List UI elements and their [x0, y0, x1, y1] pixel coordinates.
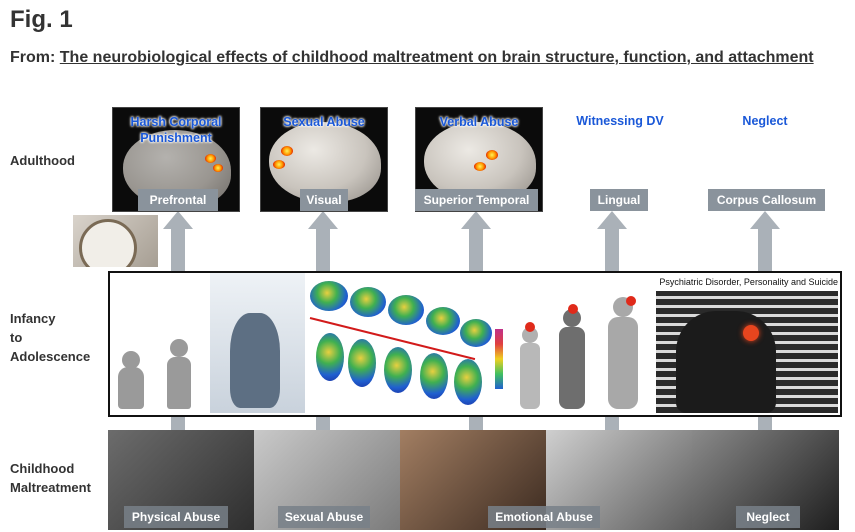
mri-map — [420, 353, 448, 399]
mri-map — [454, 359, 482, 405]
brain-label-verbal: Verbal Abuse — [439, 115, 519, 129]
figure-title: From: The neurobiological effects of chi… — [10, 48, 845, 68]
brain-marker — [568, 304, 578, 314]
psychiatric-image — [656, 291, 838, 413]
mri-map — [426, 307, 460, 335]
child-figure — [230, 313, 280, 408]
brain-marker — [626, 296, 636, 306]
connector-neglect — [758, 414, 772, 430]
adolescent-silhouette — [608, 317, 638, 409]
activation-spot — [281, 146, 293, 156]
psychiatric-label: Psychiatric Disorder, Personality and Su… — [659, 277, 838, 287]
row-label-infancy-line3: Adolescence — [10, 349, 91, 364]
stopwatch-image — [73, 215, 158, 267]
figure-label: Fig. 1 — [10, 6, 73, 33]
activation-spot — [213, 164, 223, 172]
connector-physical — [171, 414, 185, 430]
toddler-silhouette — [118, 367, 144, 409]
caption-sexual-abuse: Sexual Abuse — [278, 506, 370, 528]
row-label-infancy-line2: to — [10, 330, 23, 345]
arrow-shaft-prefrontal — [171, 228, 185, 272]
activation-spot — [486, 150, 498, 160]
arrow-head-lingual — [597, 211, 627, 229]
teen-head — [563, 309, 581, 327]
row-label-infancy-line1: Infancy — [10, 311, 56, 326]
brain-shape — [269, 122, 381, 202]
label-witnessing-dv: Witnessing DV — [576, 114, 664, 128]
activation-spot — [273, 160, 285, 169]
mri-map — [316, 333, 344, 381]
arrow-head-temporal — [461, 211, 491, 229]
caption-physical-abuse: Physical Abuse — [124, 506, 228, 528]
mri-map — [460, 319, 492, 347]
mri-map — [348, 339, 376, 387]
activation-spot — [205, 154, 216, 163]
brain-marker — [743, 325, 759, 341]
child-head — [170, 339, 188, 357]
row-label-childhood-line1: Childhood — [10, 461, 75, 476]
row-label-childhood-line2: Maltreatment — [10, 480, 91, 495]
arrow-shaft-temporal — [469, 228, 483, 272]
arrow-shaft-lingual — [605, 228, 619, 272]
teen-silhouette — [559, 327, 585, 409]
region-lingual: Lingual — [590, 189, 648, 211]
row-label-childhood: Childhood Maltreatment — [10, 459, 91, 497]
child-silhouette — [167, 357, 191, 409]
brain-marker — [525, 322, 535, 332]
article-link[interactable]: The neurobiological effects of childhood… — [59, 49, 814, 66]
brain-label-sexual: Sexual Abuse — [283, 115, 365, 129]
row-label-infancy: Infancy to Adolescence — [10, 309, 90, 366]
mri-map — [384, 347, 412, 393]
brain-label-corporal: Harsh Corporal Punishment — [130, 115, 222, 145]
label-neglect: Neglect — [742, 114, 788, 128]
person-silhouette — [676, 311, 776, 413]
mri-map — [388, 295, 424, 325]
distressed-child-image — [210, 273, 305, 413]
row-label-adulthood: Adulthood — [10, 153, 75, 168]
region-visual: Visual — [300, 189, 348, 211]
arrow-shaft-corpus — [758, 228, 772, 272]
connector-dv — [605, 414, 619, 430]
caption-neglect: Neglect — [736, 506, 800, 528]
toddler-head — [122, 351, 140, 369]
clock-face-icon — [79, 219, 137, 267]
title-prefix: From: — [10, 49, 60, 66]
activation-spot — [474, 162, 486, 171]
region-corpus-callosum: Corpus Callosum — [708, 189, 825, 211]
region-prefrontal: Prefrontal — [138, 189, 218, 211]
arrow-head-visual — [308, 211, 338, 229]
color-scale — [495, 329, 503, 389]
arrow-head-corpus — [750, 211, 780, 229]
development-panel: Psychiatric Disorder, Personality and Su… — [108, 271, 842, 417]
youth-silhouette — [520, 343, 540, 409]
arrow-shaft-visual — [316, 228, 330, 272]
mri-map — [350, 287, 386, 317]
mri-map — [310, 281, 348, 311]
arrow-head-prefrontal — [163, 211, 193, 229]
connector-sexual — [316, 414, 330, 430]
connector-emotional — [469, 414, 483, 430]
caption-emotional-abuse: Emotional Abuse — [488, 506, 600, 528]
region-superior-temporal: Superior Temporal — [415, 189, 538, 211]
